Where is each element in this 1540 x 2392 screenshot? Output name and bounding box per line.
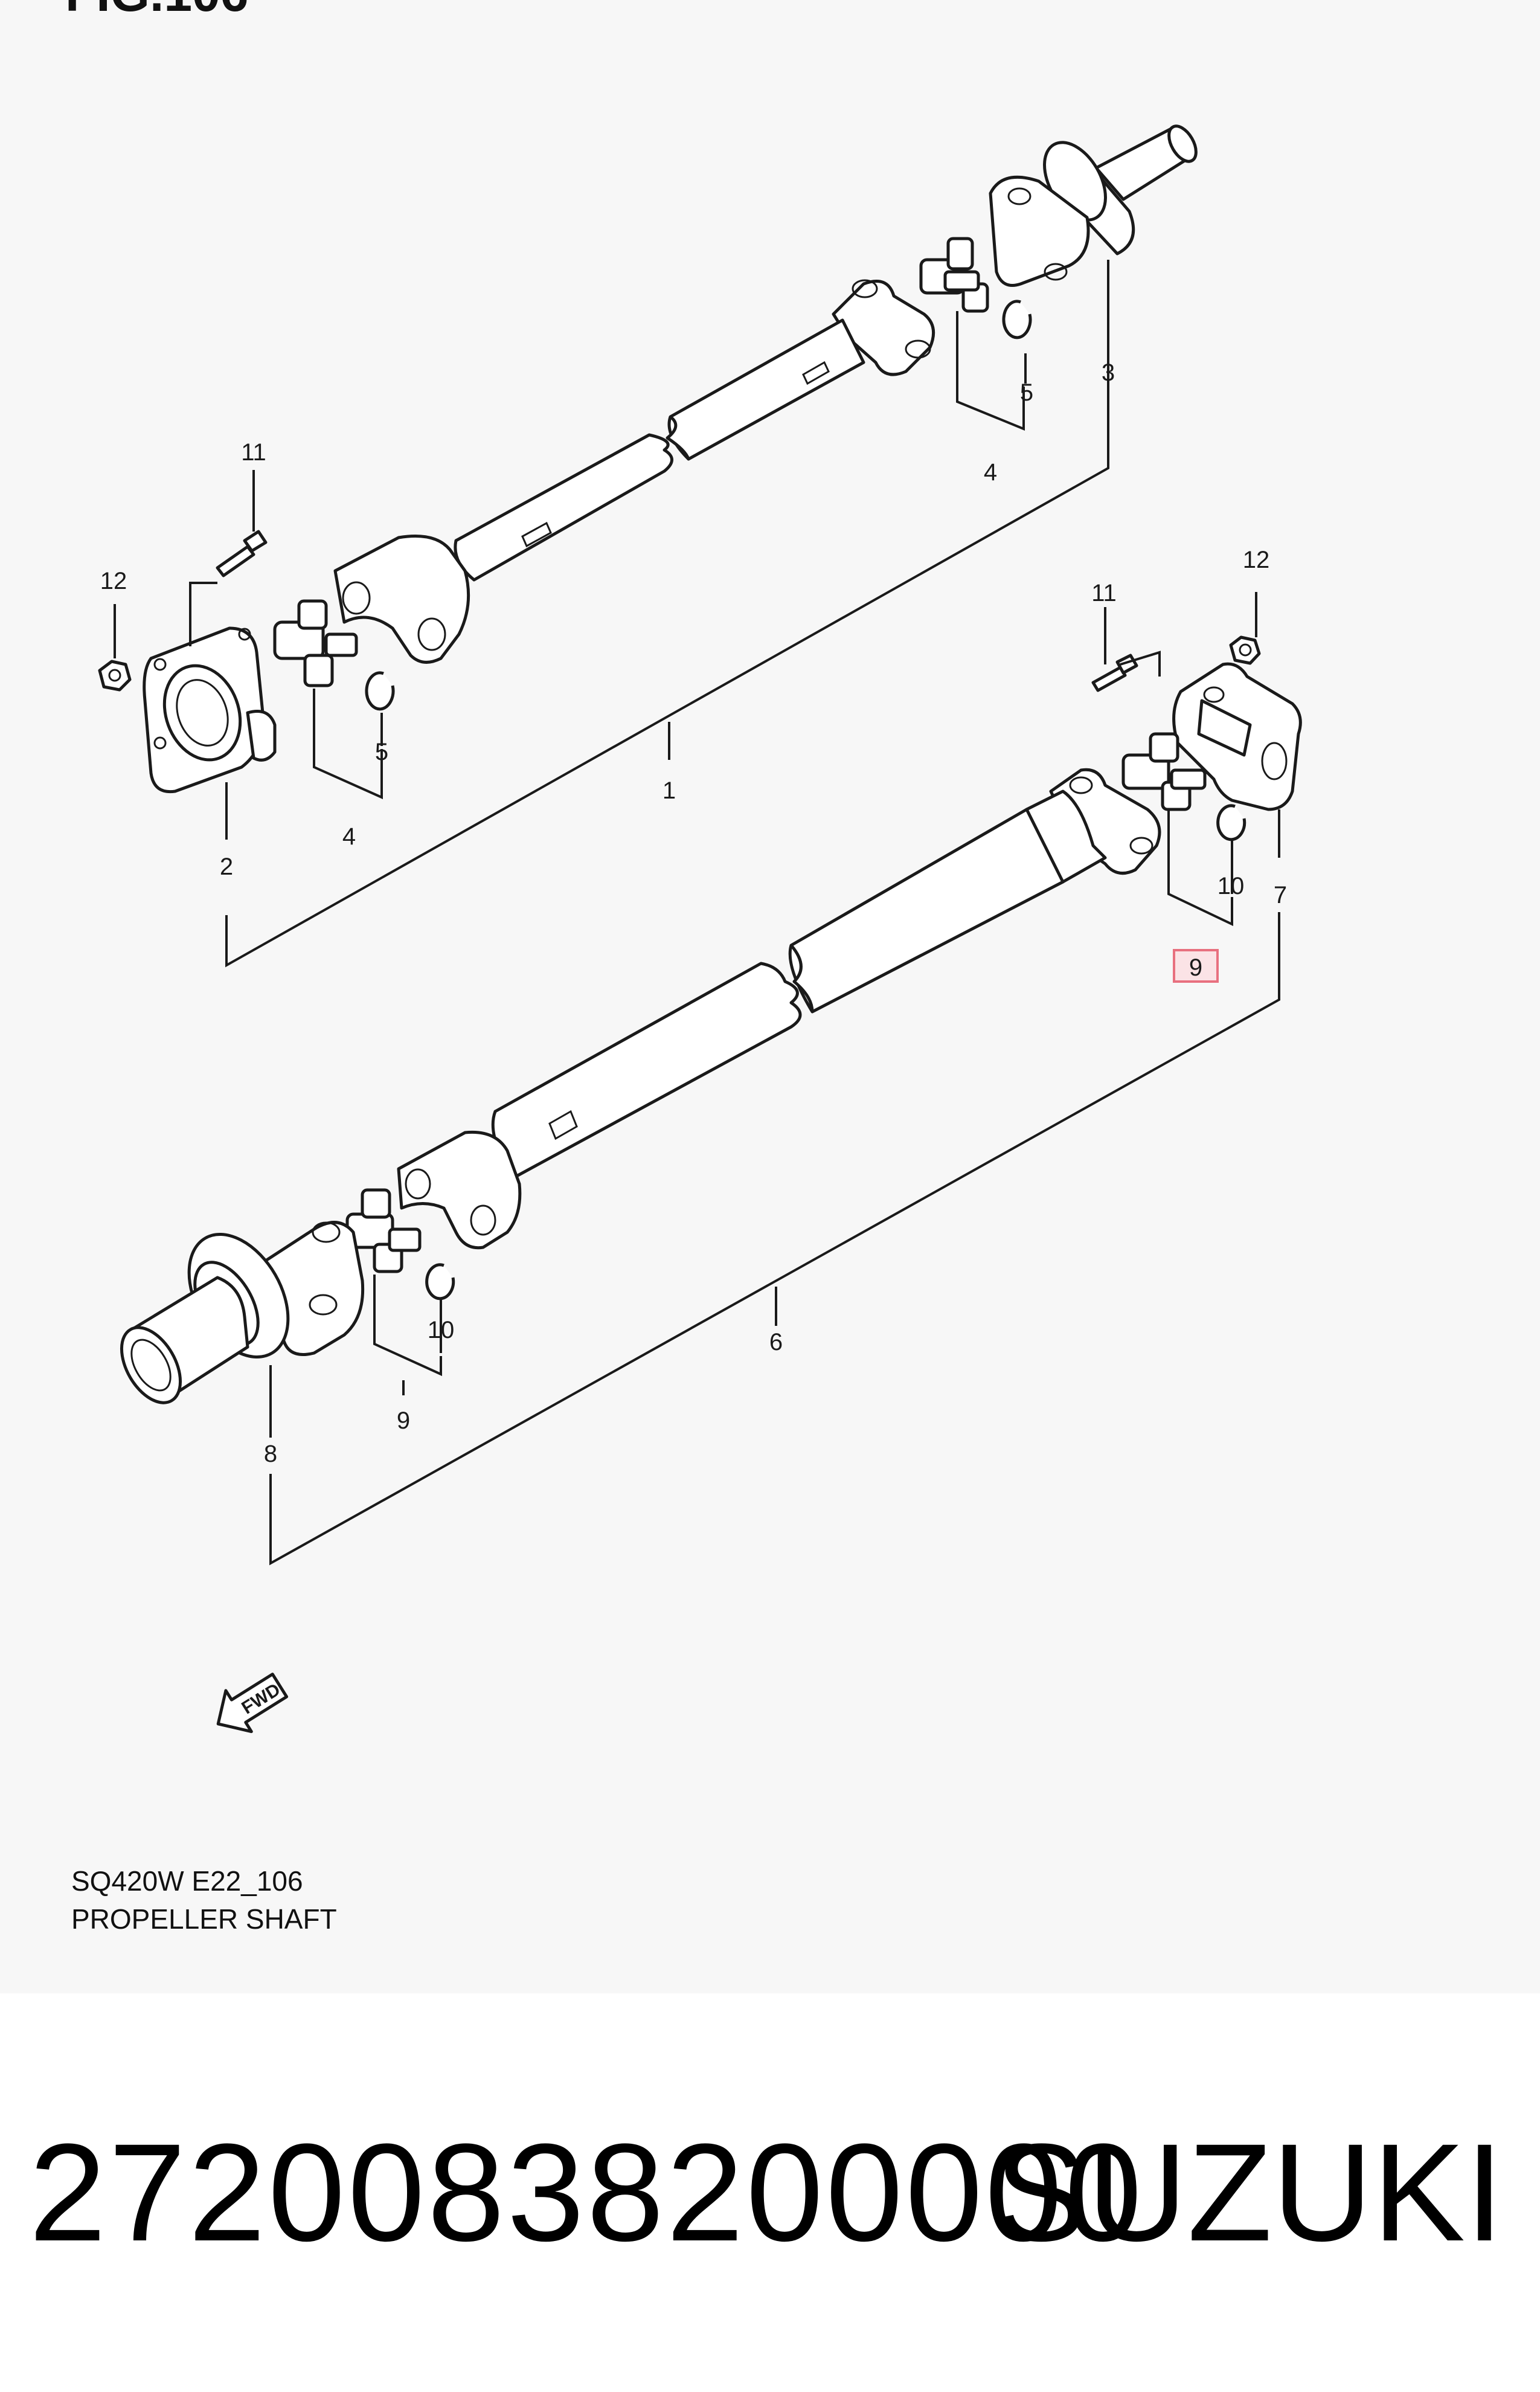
callout-label: 5 [1020,379,1033,406]
callout-label: 9 [1189,954,1202,981]
rear-leader-lines [269,592,1280,1566]
front-universal-joint-rear [919,237,989,313]
circlip-icon [425,1263,455,1300]
diagram-sheet: FIG.106 [65,0,1302,1935]
forward-direction-arrow-icon: FWD [216,1673,289,1734]
figure-title: PROPELLER SHAFT [71,1903,337,1935]
callout-label: 12 [100,568,127,594]
brand-name: SUZUKI [994,2115,1504,2270]
rear-universal-joint-upper [1121,732,1207,811]
callout-label: 6 [769,1329,783,1355]
figure-heading: FIG.106 [65,0,248,22]
footer-band [0,1993,1540,2392]
front-leader-lines [114,260,1109,968]
callout-label: 4 [984,459,997,486]
front-propeller-shaft [98,124,1198,794]
highlight-box [1173,949,1219,983]
callout-label: 10 [1218,873,1245,899]
part-number: 27200838200000 [29,2115,1144,2270]
callout-label: 9 [397,1407,410,1434]
callout-label: 11 [1091,580,1117,606]
front-flange [143,626,277,794]
callout-label: 10 [428,1317,455,1343]
callout-label: 4 [342,823,356,850]
nut-icon [1229,635,1261,665]
callout-label: 12 [1243,547,1270,573]
callout-label: 7 [1274,882,1287,908]
callout-label: 11 [241,439,266,466]
rear-propeller-shaft [120,635,1302,1404]
circlip-icon [1002,300,1032,339]
callout-label: 1 [663,777,676,804]
circlip-icon [1216,804,1246,841]
bolt-icon [216,530,268,577]
callout-label: 8 [264,1441,277,1467]
front-universal-joint-front [273,599,358,687]
rear-universal-joint-lower [345,1188,422,1273]
callout-label: 3 [1102,359,1115,386]
circlip-icon [365,671,395,711]
exploded-parts-diagram: FIG.106 [65,0,1302,1935]
nut-icon [98,660,132,692]
rear-flange [1172,662,1302,811]
figure-code: SQ420W E22_106 [71,1865,303,1897]
callout-label: 2 [220,854,233,880]
callout-label: 5 [375,739,388,765]
